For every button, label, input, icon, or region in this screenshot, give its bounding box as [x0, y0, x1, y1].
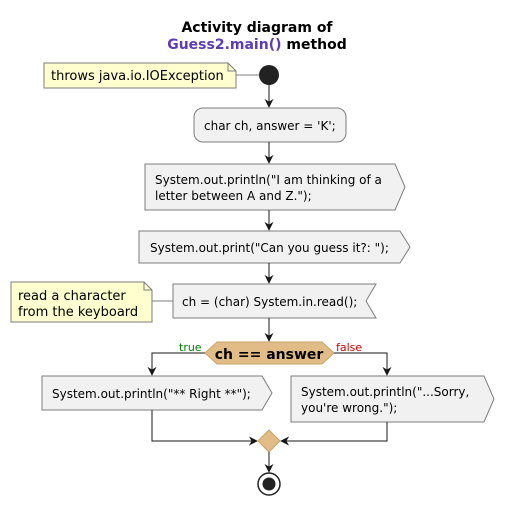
- decision-node: ch == answer: [204, 341, 335, 365]
- end-node: [257, 472, 281, 496]
- note-read-line2: from the keyboard: [18, 305, 138, 320]
- guard-true-label: true: [179, 341, 202, 354]
- edge-false-branch: [334, 352, 392, 376]
- diagram-title-line2: Guess2.main() method: [167, 37, 347, 53]
- action-println-right: System.out.println("** Right **");: [41, 375, 273, 411]
- edge-true-branch: [147, 352, 205, 376]
- action-print-prompt-text: System.out.print("Can you guess it?: ");: [150, 241, 389, 255]
- action-read: ch = (char) System.in.read();: [172, 283, 377, 319]
- note-read: read a character from the keyboard: [10, 281, 173, 323]
- note-read-line1: read a character: [18, 289, 126, 304]
- edge-wrong-merge: [280, 422, 388, 446]
- action-declare-text: char ch, answer = 'K';: [204, 119, 336, 133]
- action-wrong-line1: System.out.println("...Sorry,: [301, 385, 469, 399]
- method-name: Guess2.main(): [167, 37, 281, 53]
- action-println-wrong: System.out.println("...Sorry, you're wro…: [290, 375, 495, 423]
- merge-node: [257, 429, 281, 453]
- note-exception-text: throws java.io.IOException: [51, 69, 224, 84]
- action-read-text: ch = (char) System.in.read();: [182, 295, 357, 309]
- diagram-title-line1: Activity diagram of: [181, 20, 333, 36]
- action-right-text: System.out.println("** Right **");: [52, 387, 251, 401]
- action-println-thinking: System.out.println("I am thinking of a l…: [144, 163, 406, 211]
- action-print-prompt: System.out.print("Can you guess it?: ");: [138, 230, 411, 264]
- action-declare: char ch, answer = 'K';: [193, 107, 347, 143]
- guard-false-label: false: [336, 341, 362, 354]
- start-node: [259, 65, 279, 85]
- action-println-line2: letter between A and Z.");: [155, 189, 312, 203]
- edge-right-merge: [151, 410, 258, 446]
- note-exception: throws java.io.IOException: [43, 62, 259, 89]
- method-suffix: method: [282, 37, 347, 53]
- action-println-line1: System.out.println("I am thinking of a: [155, 173, 382, 187]
- decision-condition: ch == answer: [215, 347, 324, 363]
- action-wrong-line2: you're wrong.");: [301, 401, 397, 415]
